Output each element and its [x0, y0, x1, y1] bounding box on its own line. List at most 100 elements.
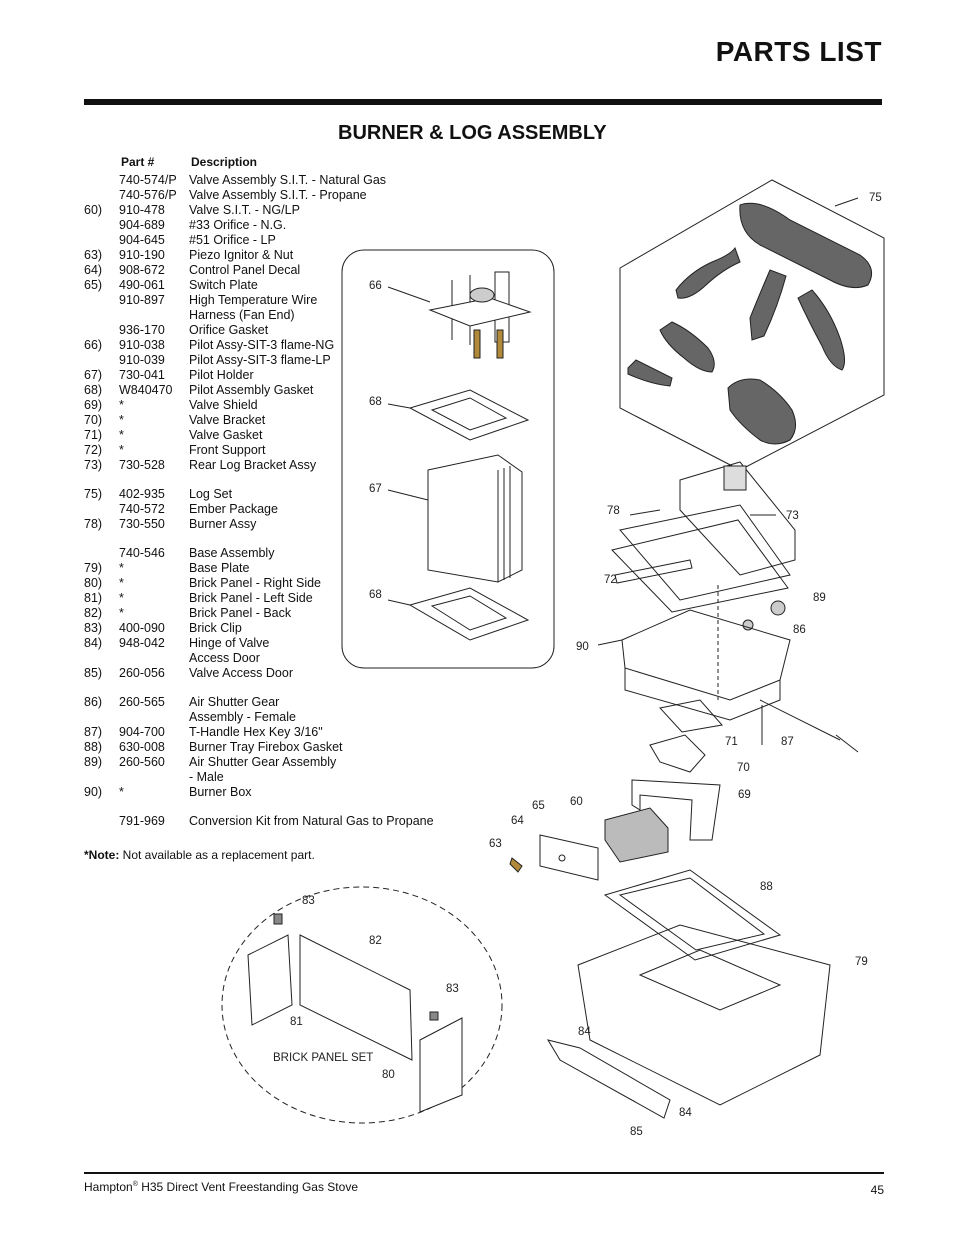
footer-product-name: H35 Direct Vent Freestanding Gas Stove [137, 1180, 358, 1194]
part-description: Brick Panel - Back [189, 606, 292, 620]
parts-row: 80) * Brick Panel - Right Side [84, 576, 464, 591]
part-number: 730-550 [119, 517, 165, 531]
parts-row: 740-574/P Valve Assembly S.I.T. - Natural… [84, 173, 464, 188]
footer-product: Hampton® H35 Direct Vent Freestanding Ga… [84, 1180, 358, 1194]
part-description: Rear Log Bracket Assy [189, 458, 317, 472]
parts-row: 64) 908-672 Control Panel Decal [84, 263, 464, 278]
log-set-frame [619, 179, 885, 471]
part-number: * [119, 443, 124, 457]
firebox-gasket [603, 869, 782, 961]
part-ref: 69) [84, 398, 103, 412]
part-description: Piezo Ignitor & Nut [189, 248, 294, 262]
part-description: Brick Panel - Right Side [189, 576, 322, 590]
part-description: Pilot Assembly Gasket [189, 383, 314, 397]
part-ref: 65) [84, 278, 103, 292]
part-ref: 85) [84, 666, 103, 680]
part-ref: 73) [84, 458, 103, 472]
part-description: Pilot Assy-SIT-3 flame-LP [189, 353, 331, 367]
part-ref: 87) [84, 725, 103, 739]
callout-number: 66 [369, 280, 382, 292]
part-number: 908-672 [119, 263, 165, 277]
brick-panel-right [419, 1017, 463, 1113]
callout-number: 60 [570, 796, 583, 808]
part-description: Orifice Gasket [189, 323, 269, 337]
part-description: Brick Clip [189, 621, 242, 635]
part-description: Assembly - Female [189, 710, 296, 724]
callout-number: 84 [679, 1107, 692, 1119]
callout-number: 85 [630, 1126, 643, 1138]
part-description: Ember Package [189, 502, 278, 516]
part-description: #33 Orifice - N.G. [189, 218, 287, 232]
part-description: Base Plate [189, 561, 250, 575]
callout-number: 73 [786, 510, 799, 522]
part-ref: 83) [84, 621, 103, 635]
callout-number: 80 [382, 1069, 395, 1081]
part-ref: 80) [84, 576, 103, 590]
callout-number: 83 [302, 895, 315, 907]
callout-number: 68 [369, 396, 382, 408]
t-handle [759, 699, 859, 753]
log-small-1 [675, 246, 741, 299]
part-number: 740-576/P [119, 188, 177, 202]
gas-valve [604, 807, 669, 863]
part-description: Control Panel Decal [189, 263, 301, 277]
callout-number: 72 [604, 574, 617, 586]
part-number: * [119, 398, 124, 412]
part-ref: 81) [84, 591, 103, 605]
part-ref: 78) [84, 517, 103, 531]
description-header: Description [191, 155, 258, 169]
part-description: T-Handle Hex Key 3/16" [189, 725, 323, 739]
part-description: Burner Box [189, 785, 252, 799]
part-ref: 86) [84, 695, 103, 709]
part-ref: 71) [84, 428, 103, 442]
pilot-assembly-frame [341, 249, 555, 669]
parts-row: Harness (Fan End) [84, 308, 464, 323]
switch-plate [539, 834, 599, 881]
part-description: Burner Assy [189, 517, 257, 531]
part-number: 740-546 [119, 546, 165, 560]
callout-number: 88 [760, 881, 773, 893]
part-number-header: Part # [121, 155, 155, 169]
part-number: 910-038 [119, 338, 165, 352]
parts-row: 79)*Base Plate [84, 561, 464, 576]
parts-row: Access Door [84, 651, 464, 666]
callout-number: 82 [369, 935, 382, 947]
part-number: * [119, 576, 124, 590]
part-ref: 88) [84, 740, 103, 754]
note-text: Not available as a replacement part. [119, 848, 315, 862]
part-description: Valve Bracket [189, 413, 266, 427]
parts-row: 90)*Burner Box [84, 785, 464, 800]
parts-row: 69)*Valve Shield [84, 398, 464, 413]
part-description: Valve Assembly S.I.T. - Natural Gas [189, 173, 387, 187]
part-number: 740-574/P [119, 173, 177, 187]
part-number: * [119, 591, 124, 605]
part-description: Pilot Holder [189, 368, 254, 382]
callout-number: 69 [738, 789, 751, 801]
part-number: 910-190 [119, 248, 165, 262]
page-number: 45 [870, 1183, 884, 1197]
part-ref: 64) [84, 263, 103, 277]
parts-row: 71)*Valve Gasket [84, 428, 464, 443]
part-ref: 89) [84, 755, 103, 769]
log-main [739, 202, 873, 289]
footer-brand: Hampton [84, 1180, 133, 1194]
parts-row: 70)*Valve Bracket [84, 413, 464, 428]
log-front [727, 378, 796, 445]
part-ref: 84) [84, 636, 103, 650]
page-title: PARTS LIST [715, 36, 882, 67]
part-number: 910-478 [119, 203, 165, 217]
